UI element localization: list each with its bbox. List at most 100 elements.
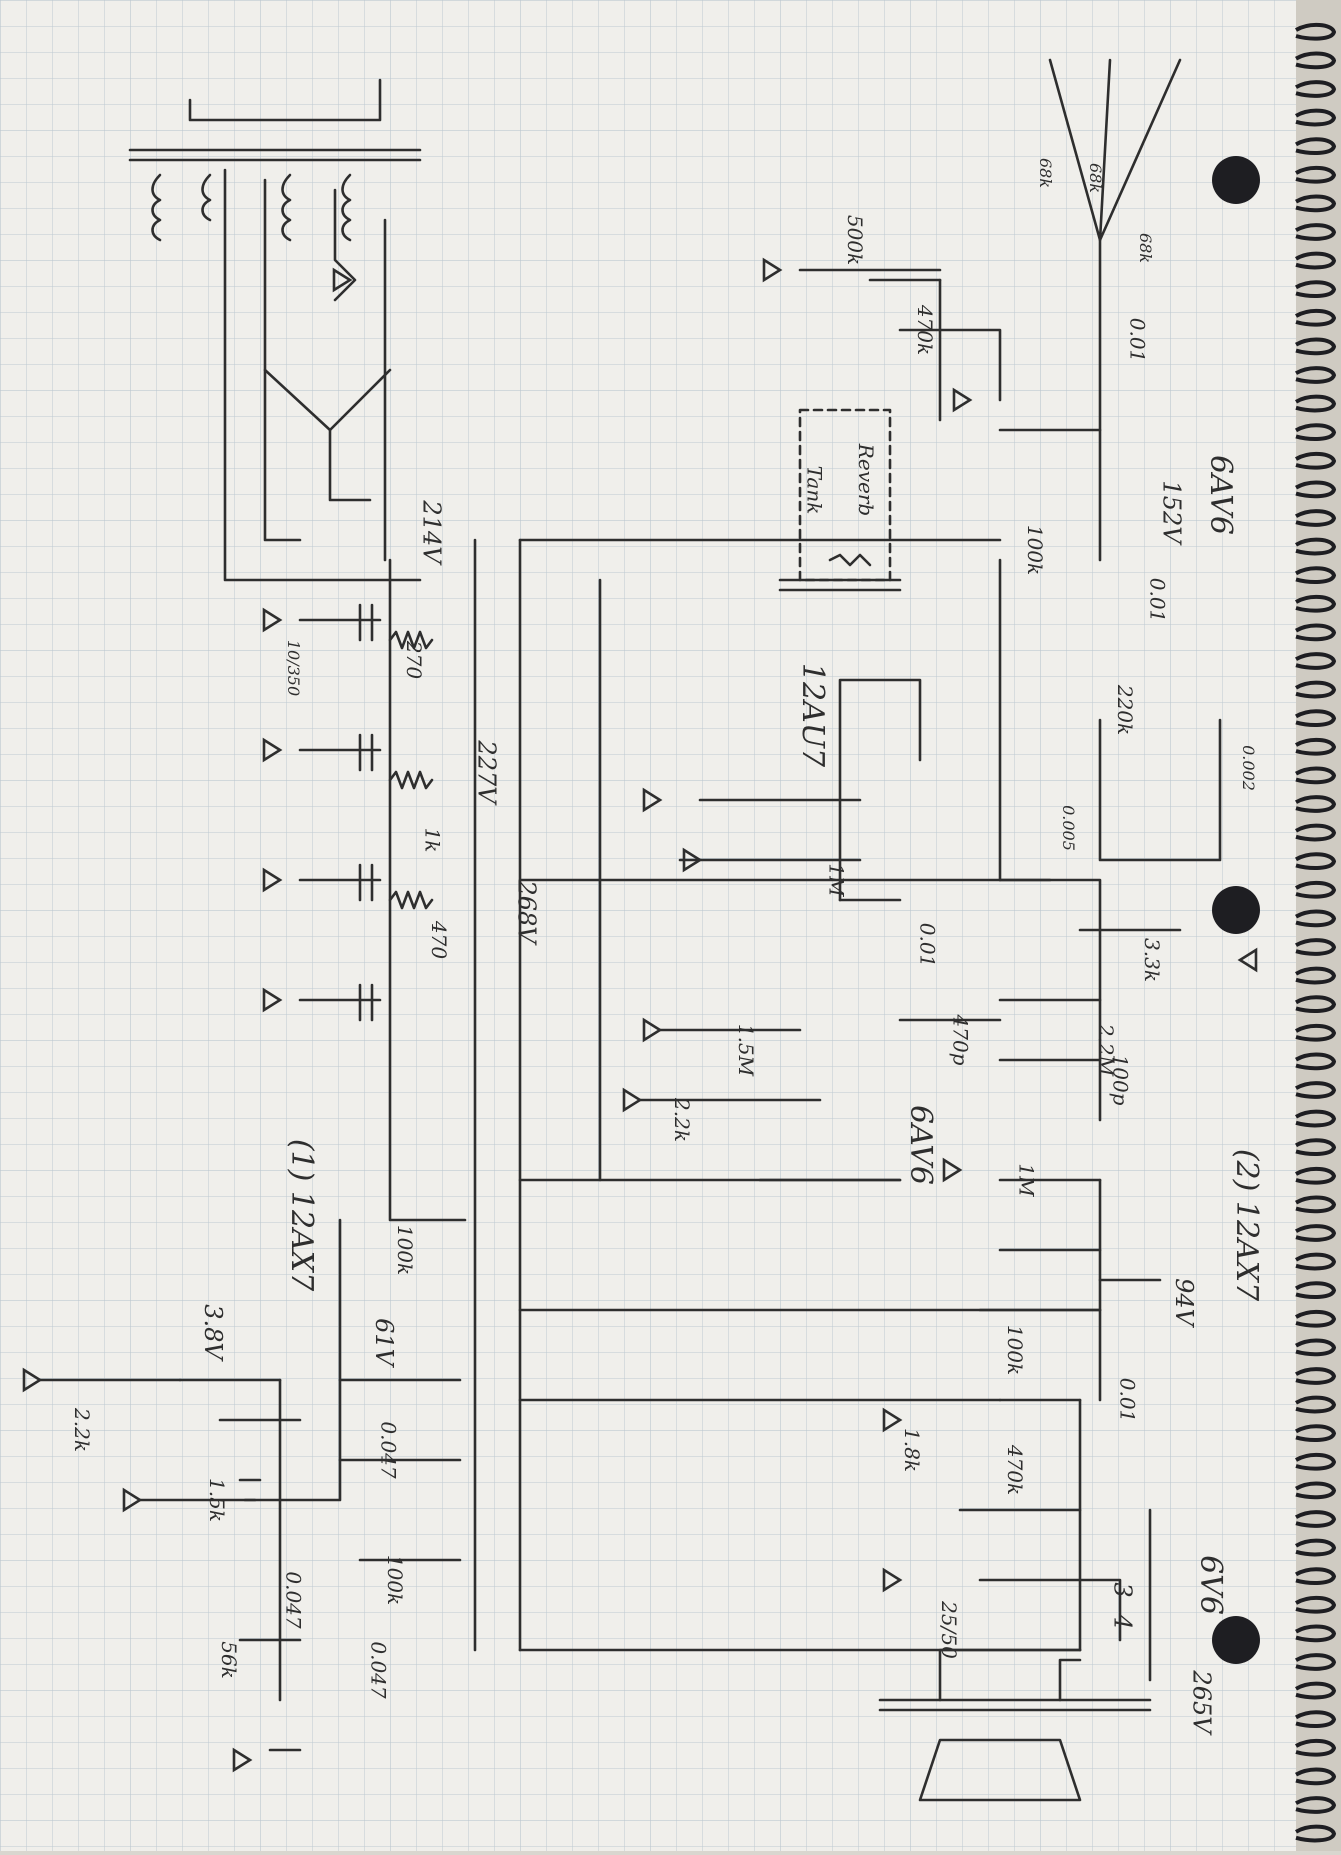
spiral-coil (1295, 1824, 1337, 1843)
ground-symbols (22, 257, 1258, 1773)
punch-hole-bottom (1212, 1616, 1260, 1664)
spiral-coil (1295, 1739, 1337, 1757)
label-r-1-5m: 1.5M (734, 1023, 759, 1077)
label-c-0002: 0.002 (1238, 745, 1258, 791)
label-r-100k-b: 100k (383, 1554, 408, 1606)
label-c-25uf: 25/50 (936, 1601, 961, 1659)
spiral-coil (1295, 80, 1337, 98)
label-c-001-c: 0.01 (915, 922, 940, 968)
label-c-10uf: 10/350 (284, 639, 304, 697)
spiral-coil (1295, 595, 1337, 613)
spiral-coil (1295, 1052, 1337, 1071)
label-r-1-8k: 1.8k (899, 1428, 924, 1472)
spiral-coil (1295, 452, 1337, 470)
spiral-coil (1295, 1281, 1337, 1300)
spiral-coil (1295, 51, 1337, 70)
label-r-1m: 1M (824, 863, 849, 897)
spiral-coil (1295, 223, 1337, 241)
spiral-coil (1295, 823, 1337, 842)
spiral-coil (1295, 1310, 1337, 1328)
voltage-output-plate: 265V (1187, 1670, 1216, 1734)
spiral-coil (1295, 1538, 1337, 1557)
tube-label-v7: 6V6 (1192, 1555, 1228, 1615)
voltage-v1-cathode: 3.8V (198, 1304, 227, 1360)
spiral-coil (1295, 108, 1337, 127)
voltage-b-plus-2: 227V (472, 740, 501, 804)
label-r-100k-a: 100k (393, 1224, 418, 1276)
spiral-coil (1295, 938, 1337, 956)
label-r-3-3k: 3.3k (1139, 938, 1164, 982)
tube-label-v3: 6AV6 (1203, 454, 1239, 536)
spiral-coil (1295, 1453, 1337, 1471)
label-tank: Tank (802, 465, 827, 515)
spiral-coil (1295, 709, 1337, 728)
spiral-coil (1295, 738, 1337, 756)
label-c-001-d: 0.01 (1115, 1377, 1140, 1423)
label-r-56k: 56k (216, 1641, 241, 1679)
spiral-coil (1295, 423, 1337, 442)
label-r-2-2k: 2.2k (669, 1098, 694, 1142)
spiral-coil (1295, 366, 1337, 384)
label-c-0047-c: 0.047 (281, 1571, 306, 1629)
spiral-coil (1295, 1653, 1337, 1671)
label-c-001-b: 0.01 (1145, 577, 1170, 623)
spiral-coil (1295, 537, 1337, 556)
label-r-68k-c: 68k (1136, 232, 1156, 264)
spiral-coil (1295, 23, 1337, 41)
voltage-v3-plate: 152V (1157, 480, 1186, 544)
label-r-100k-c: 100k (1003, 1324, 1028, 1376)
label-r-1m-b: 1M (1014, 1163, 1039, 1197)
tube-label-v5: 6AV6 (903, 1104, 939, 1186)
label-c-0047-a: 0.047 (376, 1421, 401, 1479)
spiral-coil (1295, 966, 1337, 985)
voltage-b-plus-3: 214V (417, 500, 446, 564)
spiral-coil (1295, 652, 1337, 670)
label-out-tap-b: 3 (1108, 1582, 1137, 1598)
spiral-coil (1295, 1195, 1337, 1214)
spiral-coil (1295, 1796, 1337, 1814)
voltage-b-plus-1: 268V (512, 880, 541, 944)
spiral-coil (1295, 795, 1337, 813)
spiral-coil (1295, 309, 1337, 327)
spiral-coil (1295, 881, 1337, 899)
spiral-binding (1295, 23, 1337, 1843)
spiral-coil (1295, 995, 1337, 1014)
spiral-coil (1295, 280, 1337, 299)
spiral-coil (1295, 1510, 1337, 1528)
label-r-1k: 1k (420, 827, 445, 853)
spiral-coil (1295, 509, 1337, 527)
label-r-470k-b: 470k (1003, 1444, 1028, 1496)
label-r-220k: 220k (1113, 684, 1138, 736)
label-r-100k-d: 100k (1023, 524, 1048, 576)
tube-label-v2: (2) 12AX7 (1229, 1148, 1265, 1302)
label-r-470: 470 (427, 920, 452, 960)
label-c-0047-b: 0.047 (366, 1641, 391, 1699)
tube-label-v4: 12AU7 (795, 662, 831, 768)
spiral-coil (1295, 1109, 1337, 1128)
spiral-coil (1295, 1567, 1337, 1586)
label-c-001-a: 0.01 (1125, 317, 1150, 363)
schematic-wires (38, 58, 1222, 1802)
spiral-coil (1295, 1367, 1337, 1385)
spiral-coil (1295, 194, 1337, 213)
spiral-coil (1295, 1710, 1337, 1729)
spiral-coil (1295, 1424, 1337, 1443)
label-r-470k-a: 470k (913, 304, 938, 356)
spiral-coil (1295, 909, 1337, 928)
spiral-coil (1295, 852, 1337, 871)
spiral-coil (1295, 1481, 1337, 1500)
label-r-22k: 2.2k (69, 1408, 94, 1452)
label-c-100p: 100p (1108, 1054, 1133, 1106)
spiral-coil (1295, 394, 1337, 413)
spiral-coil (1295, 1252, 1337, 1271)
label-r-68k-a: 68k (1036, 157, 1056, 189)
spiral-coil (1295, 1681, 1337, 1700)
spiral-coil (1295, 480, 1337, 499)
label-c-0005: 0.005 (1058, 805, 1078, 851)
spiral-coil (1295, 251, 1337, 270)
tube-label-v1: (1) 12AX7 (284, 1138, 320, 1292)
spiral-coil (1295, 1767, 1337, 1786)
spiral-coil (1295, 680, 1337, 699)
